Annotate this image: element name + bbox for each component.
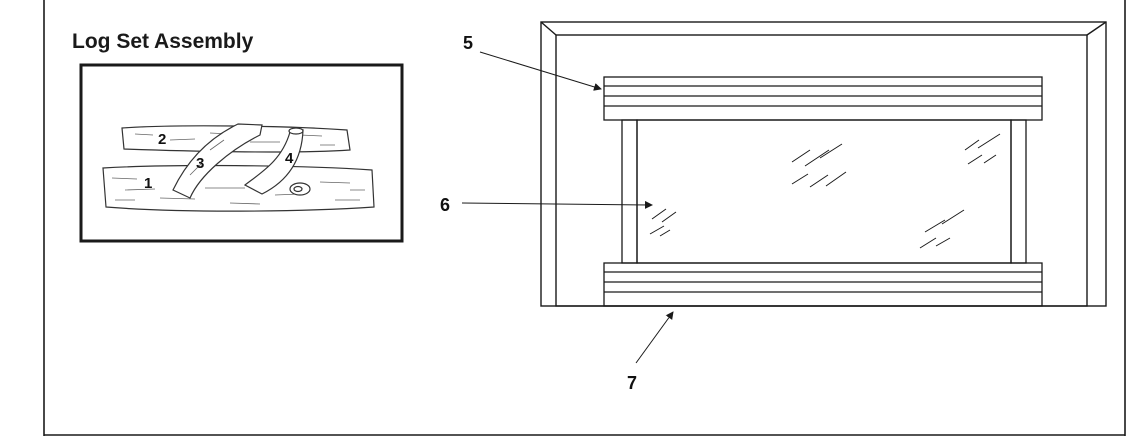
glass-door: [636, 119, 1012, 264]
glass-reflections: [649, 133, 1001, 249]
log-set-illustration: [102, 123, 375, 212]
page-border: [43, 0, 1126, 436]
leader-5: [479, 51, 602, 91]
callout-5: 5: [463, 33, 473, 53]
log-4-end: [288, 127, 304, 135]
top-louver: [603, 76, 1043, 121]
leader-6: [461, 200, 653, 209]
log-3: [172, 123, 263, 199]
log-label-2: 2: [158, 131, 166, 148]
log-set-box: [79, 63, 404, 243]
bottom-louver: [603, 262, 1043, 307]
log-label-3: 3: [196, 155, 204, 172]
log-label-4: 4: [285, 150, 294, 167]
callout-6: 6: [440, 195, 450, 215]
log-label-1: 1: [144, 175, 152, 192]
page-title: Log Set Assembly: [72, 30, 254, 53]
log-1-grain: [111, 177, 365, 205]
side-posts: [621, 119, 1027, 264]
callout-7: 7: [627, 373, 637, 393]
leader-7: [635, 311, 674, 364]
log-1-knot-inner: [293, 185, 303, 193]
log-2-grain: [134, 132, 335, 146]
leader-lines: [461, 51, 674, 364]
